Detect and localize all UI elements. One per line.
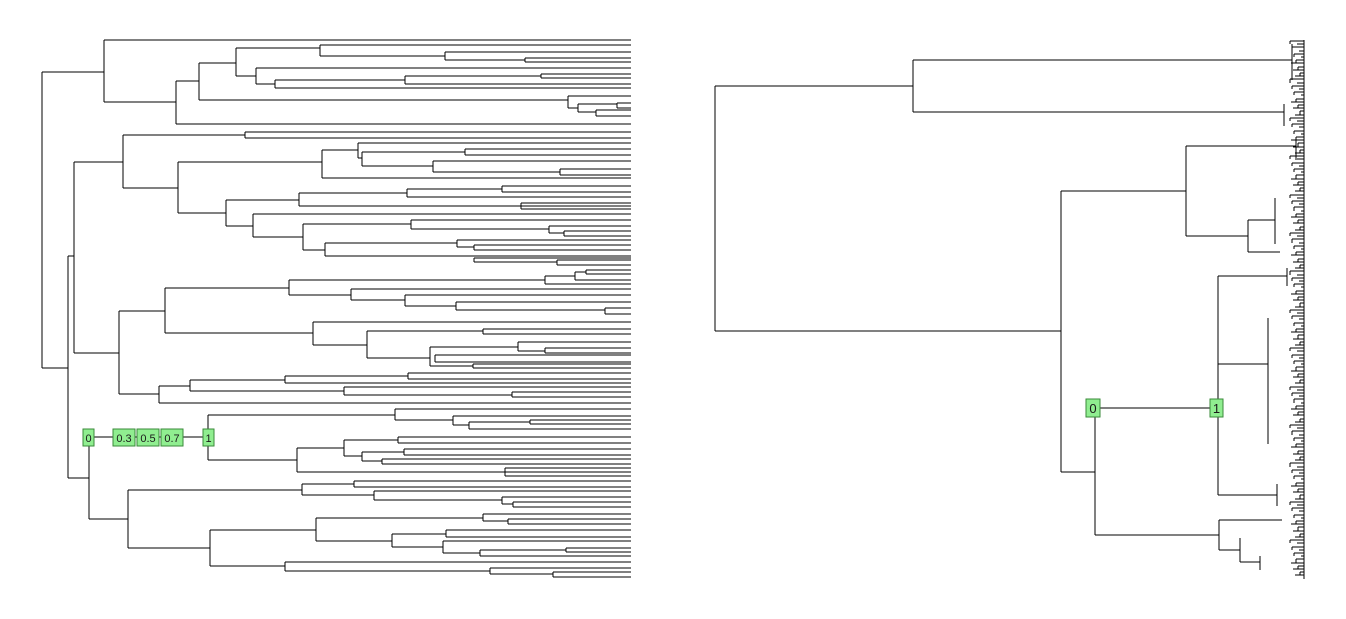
node-label-0.5[interactable]: 0.5 — [136, 428, 160, 447]
right-dendrogram — [714, 40, 1305, 579]
node-label-0[interactable]: 0 — [1085, 398, 1101, 418]
left-dendrogram — [41, 39, 631, 578]
node-label-0-text: 0 — [1089, 401, 1096, 416]
node-label-0.7-text: 0.7 — [164, 433, 179, 445]
right-tree-labels: 0 1 — [1085, 398, 1224, 418]
node-label-0.7[interactable]: 0.7 — [160, 428, 184, 447]
node-label-0.3[interactable]: 0.3 — [112, 428, 136, 447]
node-label-0[interactable]: 0 — [82, 428, 95, 447]
right-tree-leaves — [1289, 40, 1305, 579]
node-label-0-text: 0 — [85, 433, 91, 445]
node-label-0.3-text: 0.3 — [116, 433, 131, 445]
left-tree-edges — [41, 39, 631, 578]
node-label-1[interactable]: 1 — [202, 428, 215, 447]
node-label-0.5-text: 0.5 — [140, 433, 155, 445]
node-label-1[interactable]: 1 — [1209, 398, 1224, 418]
right-tree-edges — [714, 44, 1297, 570]
node-label-1-text: 1 — [1213, 401, 1220, 416]
left-tree-labels: 0 0.3 0.5 0.7 1 — [82, 428, 215, 447]
node-label-1-text: 1 — [205, 433, 211, 445]
